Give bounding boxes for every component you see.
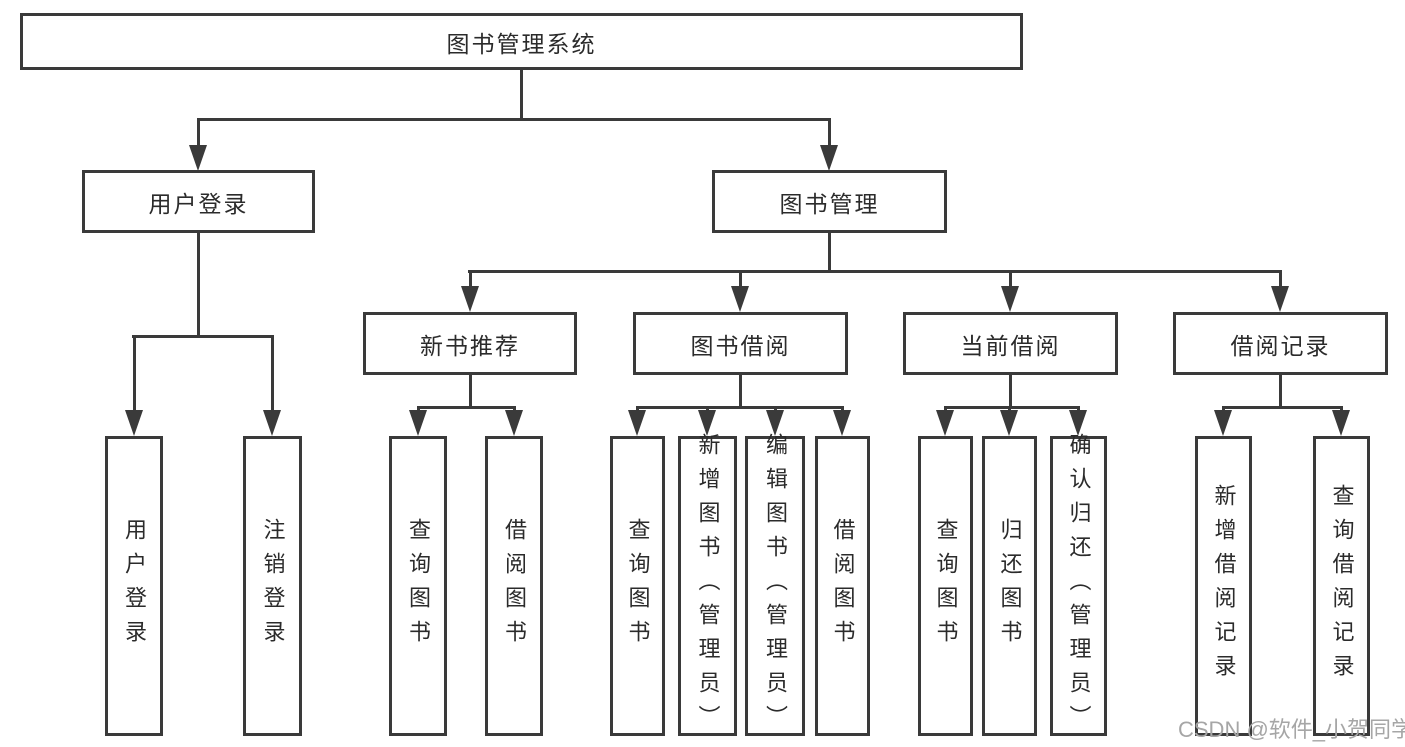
leaf-label: 借阅图书 xyxy=(830,518,856,654)
leaf-label: 归还图书 xyxy=(997,518,1023,654)
connector-line xyxy=(944,406,947,413)
connector-line xyxy=(197,118,200,148)
node-borrow-records: 借阅记录 xyxy=(1173,312,1388,375)
connector-line xyxy=(1279,270,1282,288)
leaf-add-borrow-record: 新增借阅记录 xyxy=(1195,436,1252,736)
arrow-down-icon xyxy=(1069,410,1087,436)
leaf-add-books-admin: 新增图书（管理员） xyxy=(678,433,737,739)
leaf-label: 查询图书 xyxy=(933,518,959,654)
connector-line xyxy=(520,69,523,118)
connector-line xyxy=(1077,406,1080,413)
csdn-watermark: CSDN @软件_小贺同学 xyxy=(1178,717,1405,742)
connector-line xyxy=(1008,406,1011,413)
node-current-borrow: 当前借阅 xyxy=(903,312,1118,375)
connector-line xyxy=(841,406,844,413)
leaf-confirm-return-admin: 确认归还（管理员） xyxy=(1050,433,1107,739)
arrow-down-icon xyxy=(766,410,784,436)
arrow-down-icon xyxy=(505,410,523,436)
connector-line xyxy=(469,375,472,406)
arrow-down-icon xyxy=(189,145,207,171)
node-label: 图书借阅 xyxy=(690,332,791,359)
leaf-label: 用户登录 xyxy=(122,518,147,654)
node-label: 新书推荐 xyxy=(420,332,520,359)
arrow-down-icon xyxy=(1001,286,1019,312)
node-label: 图书管理 xyxy=(779,190,880,217)
arrow-down-icon xyxy=(628,410,646,436)
connector-line xyxy=(706,406,709,413)
leaf-label: 查询借阅记录 xyxy=(1329,484,1355,688)
arrow-down-icon xyxy=(461,286,479,312)
leaf-borrow-books-recommend: 借阅图书 xyxy=(485,436,543,736)
arrow-down-icon xyxy=(698,410,716,436)
connector-line xyxy=(1222,406,1225,413)
arrow-down-icon xyxy=(731,286,749,312)
node-label: 用户登录 xyxy=(148,190,249,217)
connector-line xyxy=(271,335,274,412)
connector-line xyxy=(636,406,844,409)
connector-line xyxy=(944,406,1080,409)
leaf-user-login: 用户登录 xyxy=(105,436,163,736)
arrow-down-icon xyxy=(833,410,851,436)
leaf-query-borrow-record: 查询借阅记录 xyxy=(1313,436,1370,736)
connector-line xyxy=(828,118,831,148)
leaf-logout: 注销登录 xyxy=(243,436,302,736)
connector-line xyxy=(197,118,831,121)
arrow-down-icon xyxy=(125,410,143,436)
connector-line xyxy=(1340,406,1343,413)
leaf-query-books-borrow: 查询图书 xyxy=(610,436,665,736)
arrow-down-icon xyxy=(820,145,838,171)
node-book-management: 图书管理 xyxy=(712,170,947,233)
connector-line xyxy=(513,406,516,413)
node-book-borrow: 图书借阅 xyxy=(633,312,848,375)
node-label: 当前借阅 xyxy=(960,332,1061,359)
leaf-label: 查询图书 xyxy=(625,518,651,654)
connector-line xyxy=(1279,375,1282,406)
leaf-label: 借阅图书 xyxy=(502,518,527,654)
leaf-query-books-current: 查询图书 xyxy=(918,436,973,736)
leaf-label: 确认归还（管理员） xyxy=(1066,433,1092,739)
arrow-down-icon xyxy=(1214,410,1232,436)
arrow-down-icon xyxy=(936,410,954,436)
leaf-query-books-recommend: 查询图书 xyxy=(389,436,447,736)
connector-line xyxy=(132,335,274,338)
node-library-system: 图书管理系统 xyxy=(20,13,1023,70)
node-label: 图书管理系统 xyxy=(446,30,597,57)
connector-line xyxy=(133,335,136,412)
arrow-down-icon xyxy=(263,410,281,436)
leaf-label: 新增图书（管理员） xyxy=(695,433,721,739)
leaf-edit-books-admin: 编辑图书（管理员） xyxy=(745,433,805,739)
leaf-label: 注销登录 xyxy=(260,518,286,654)
node-new-book-recommend: 新书推荐 xyxy=(363,312,577,375)
connector-line xyxy=(636,406,639,413)
connector-line xyxy=(468,270,1282,273)
leaf-label: 编辑图书（管理员） xyxy=(763,433,788,739)
node-label: 借阅记录 xyxy=(1230,332,1331,359)
connector-line xyxy=(774,406,777,413)
connector-line xyxy=(739,375,742,406)
connector-line xyxy=(417,406,420,413)
leaf-label: 新增借阅记录 xyxy=(1211,484,1237,688)
leaf-return-books: 归还图书 xyxy=(982,436,1037,736)
connector-line xyxy=(469,270,472,288)
connector-line xyxy=(1009,270,1012,288)
connector-line xyxy=(197,233,200,335)
leaf-borrow-books: 借阅图书 xyxy=(815,436,870,736)
node-user-login: 用户登录 xyxy=(82,170,315,233)
connector-line xyxy=(1009,375,1012,406)
connector-line xyxy=(1222,406,1343,409)
connector-line xyxy=(739,270,742,288)
arrow-down-icon xyxy=(1332,410,1350,436)
arrow-down-icon xyxy=(409,410,427,436)
leaf-label: 查询图书 xyxy=(406,518,431,654)
connector-line xyxy=(828,233,831,270)
connector-line xyxy=(417,406,516,409)
arrow-down-icon xyxy=(1000,410,1018,436)
arrow-down-icon xyxy=(1271,286,1289,312)
